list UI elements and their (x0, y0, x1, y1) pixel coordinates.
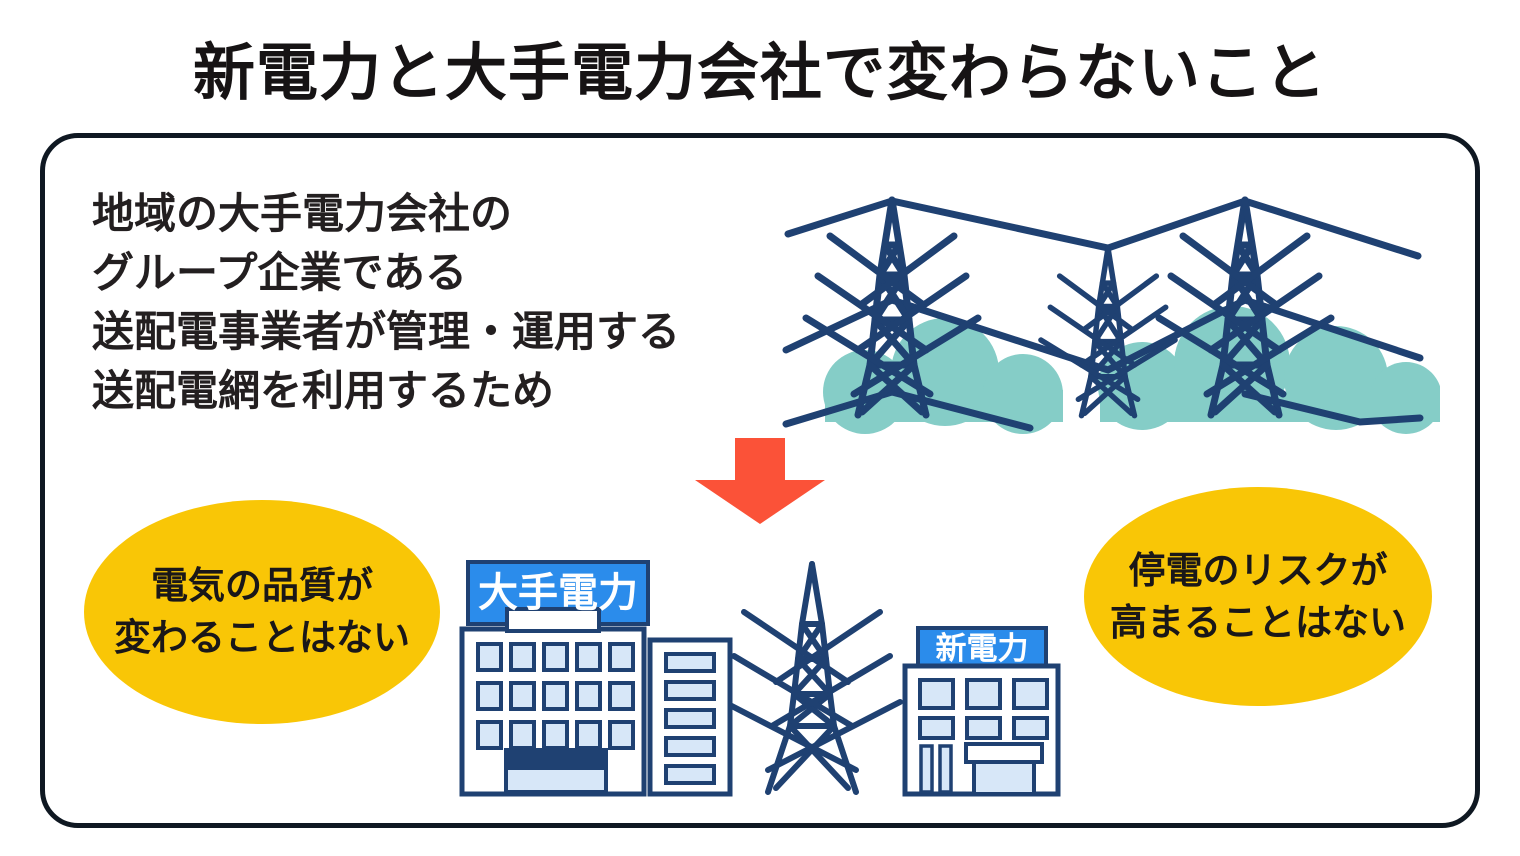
quality-badge-line-1: 電気の品質が (151, 565, 373, 606)
new-power-building: 新電力 (902, 626, 1061, 797)
reason-line-3: 送配電事業者が管理・運用する (92, 308, 681, 355)
reason-line-2: グループ企業である (92, 249, 468, 296)
reason-line-4: 送配電網を利用するため (92, 367, 555, 414)
outage-badge: 停電のリスクが 高まることはない (1084, 487, 1432, 706)
office-building (647, 637, 733, 797)
new-power-sign-label: 新電力 (936, 631, 1029, 666)
quality-badge-line-2: 変わることはない (114, 617, 410, 658)
lattice-tower-icon (721, 561, 903, 795)
major-power-building: 大手電力 (459, 560, 650, 797)
reason-text: 地域の大手電力会社の グループ企業である 送配電事業者が管理・運用する 送配電網… (92, 184, 680, 420)
quality-badge: 電気の品質が 変わることはない (84, 500, 440, 724)
content-frame (40, 133, 1480, 828)
down-arrow-icon (695, 438, 825, 524)
outage-badge-line-2: 高まることはない (1110, 601, 1406, 643)
reason-line-1: 地域の大手電力会社の (92, 190, 513, 237)
major-power-sign-label: 大手電力 (478, 571, 638, 615)
buildings-illustration: 大手電力 新電力 (459, 560, 1061, 797)
outage-badge-line-1: 停電のリスクが (1128, 549, 1388, 591)
page-title: 新電力と大手電力会社で変わらないこと (192, 39, 1327, 108)
transmission-towers-illustration (782, 178, 1440, 434)
